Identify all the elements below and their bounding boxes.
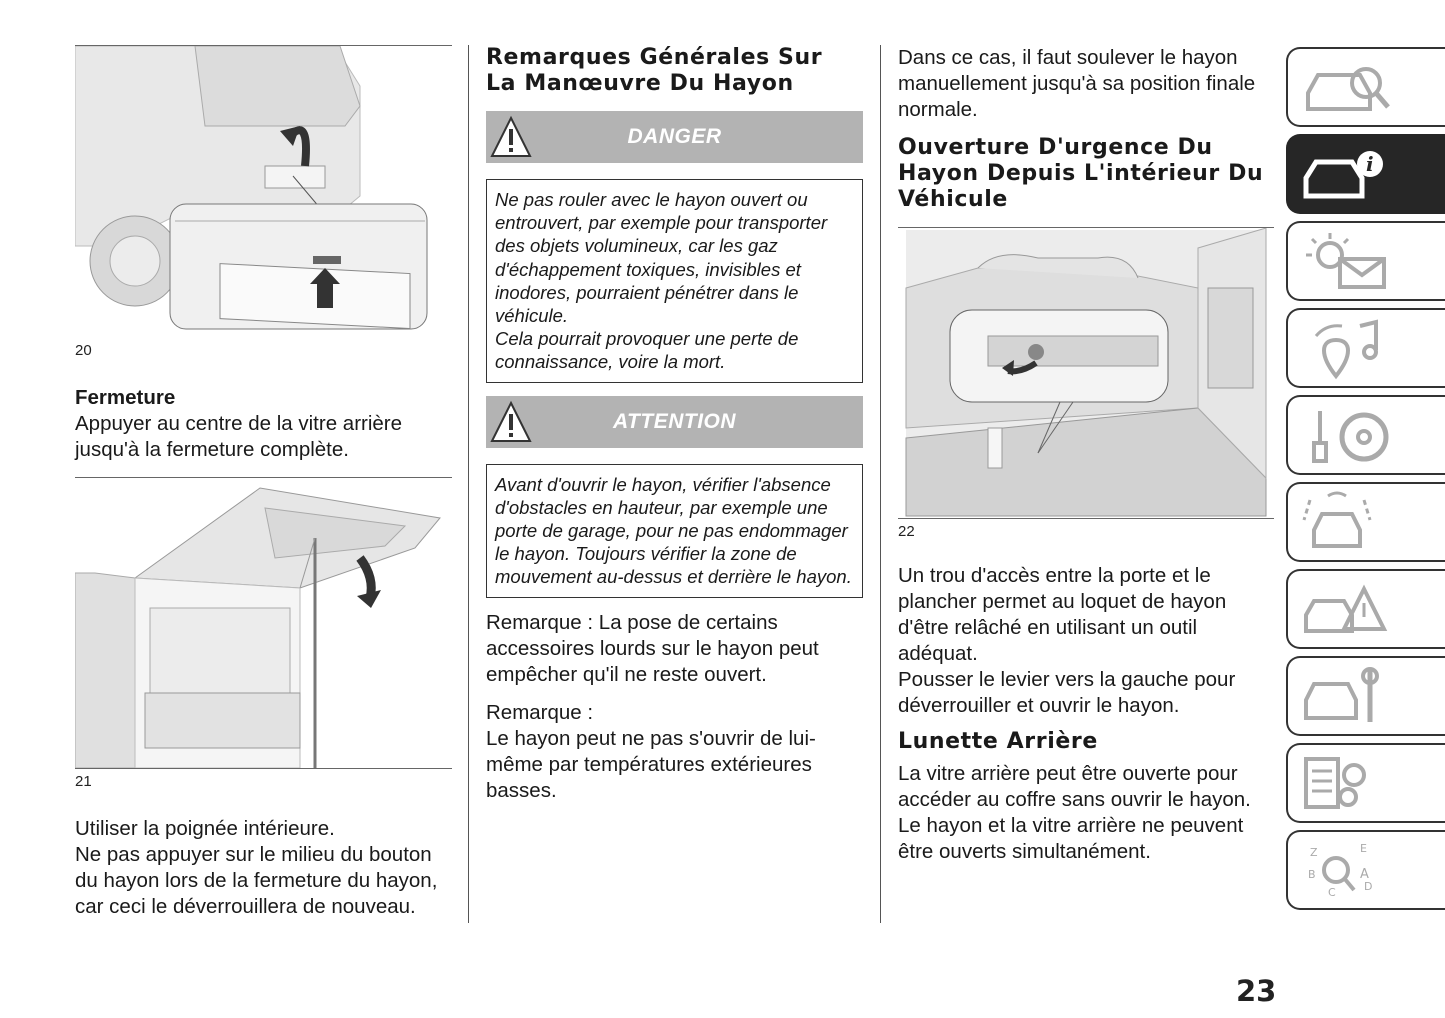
divider	[75, 477, 452, 478]
tab-emergency[interactable]	[1286, 569, 1445, 649]
bouton-warning-text: Ne pas appuyer sur le milieu du bouton d…	[75, 843, 438, 918]
danger-box: Ne pas rouler avec le hayon ouvert ou en…	[486, 179, 863, 383]
remark-label: Remarque :	[486, 610, 594, 634]
divider	[898, 518, 1274, 519]
svg-text:A: A	[1360, 867, 1369, 882]
urgence-title: Ouverture D'urgence Du Hayon Depuis L'in…	[898, 135, 1264, 212]
figure-number: 22	[898, 523, 915, 540]
svg-text:E: E	[1360, 842, 1367, 855]
page-number: 23	[1236, 974, 1277, 1008]
warning-triangle-icon	[490, 400, 532, 442]
tab-index[interactable]: Z E B A C D	[1286, 830, 1445, 910]
warning-light-message-icon	[1306, 233, 1386, 289]
attention-bar: ATTENTION	[486, 395, 863, 448]
remark-2-label: Remarque :	[486, 700, 594, 724]
svg-text:Z: Z	[1310, 846, 1318, 859]
car-warning-triangle-icon	[1304, 584, 1388, 633]
svg-text:D: D	[1364, 880, 1372, 893]
remark-1: Remarque : La pose de certains accessoir…	[486, 610, 863, 688]
pousser-text: Pousser le levier vers la gauche pour dé…	[898, 668, 1236, 717]
car-search-icon	[1306, 67, 1390, 111]
tab-warning-lights[interactable]	[1286, 221, 1445, 301]
tab-seat-steering[interactable]	[1286, 395, 1445, 475]
tab-car-search[interactable]	[1286, 47, 1445, 127]
tab-multimedia[interactable]	[1286, 308, 1445, 388]
specs-gear-icon	[1304, 757, 1366, 809]
poignee-text: Utiliser la poignée intérieure.	[75, 817, 335, 840]
intro-text: Dans ce cas, il faut soulever le hayon m…	[898, 46, 1256, 121]
tab-car-info[interactable]: i	[1286, 134, 1445, 214]
seat-steering-wheel-icon	[1312, 411, 1389, 463]
car-wrench-icon	[1304, 667, 1379, 722]
lunette-text: La vitre arrière peut être ouverte pour …	[898, 762, 1251, 863]
danger-bar: DANGER	[486, 111, 863, 163]
lunette-title: Lunette Arrière	[898, 729, 1098, 754]
divider	[75, 768, 452, 769]
left-column: 20 Fermeture Appuyer au centre de la vit…	[75, 45, 452, 920]
divider	[898, 227, 1274, 228]
svg-text:C: C	[1328, 886, 1336, 899]
right-column: Dans ce cas, il faut soulever le hayon m…	[898, 45, 1274, 865]
danger-text: Ne pas rouler avec le hayon ouvert ou en…	[495, 189, 828, 327]
attention-title: ATTENTION	[612, 409, 737, 433]
fermeture-heading: Fermeture	[75, 386, 176, 409]
car-info-icon: i	[1303, 151, 1383, 199]
tab-maintenance[interactable]	[1286, 656, 1445, 736]
chapter-tabs: i	[1286, 47, 1445, 917]
remark-text: La pose de certains accessoires lourds s…	[486, 610, 819, 686]
svg-text:i: i	[1366, 152, 1374, 176]
danger-text-2: Cela pourrait provoquer une perte de con…	[495, 328, 799, 373]
figure-number: 20	[75, 342, 92, 359]
figure-number: 21	[75, 773, 92, 790]
svg-text:B: B	[1308, 868, 1316, 881]
column-divider	[468, 45, 469, 923]
tab-driving-assist[interactable]	[1286, 482, 1445, 562]
middle-column: Remarques Générales Sur La Manœuvre Du H…	[486, 45, 863, 804]
attention-box: Avant d'ouvrir le hayon, vérifier l'abse…	[486, 463, 863, 598]
warning-triangle-icon	[490, 115, 532, 157]
attention-text: Avant d'ouvrir le hayon, vérifier l'abse…	[495, 473, 852, 588]
figure-22-emergency-release	[898, 228, 1274, 518]
column-divider	[880, 45, 881, 923]
tab-technical-data[interactable]	[1286, 743, 1445, 823]
remark-2-text: Le hayon peut ne pas s'ouvrir de lui-mêm…	[486, 726, 816, 802]
location-music-icon	[1314, 319, 1378, 380]
alphabet-index-icon: Z E B A C D	[1308, 842, 1372, 899]
fermeture-text: Appuyer au centre de la vitre arrière ju…	[75, 412, 403, 461]
section-title: Remarques Générales Sur La Manœuvre Du H…	[486, 45, 823, 96]
danger-title: DANGER	[627, 125, 722, 148]
figure-20-tailgate-button	[75, 46, 452, 338]
trou-text: Un trou d'accès entre la porte et le pla…	[898, 564, 1227, 665]
figure-21-open-tailgate	[75, 478, 452, 768]
car-lane-assist-icon	[1302, 491, 1372, 548]
